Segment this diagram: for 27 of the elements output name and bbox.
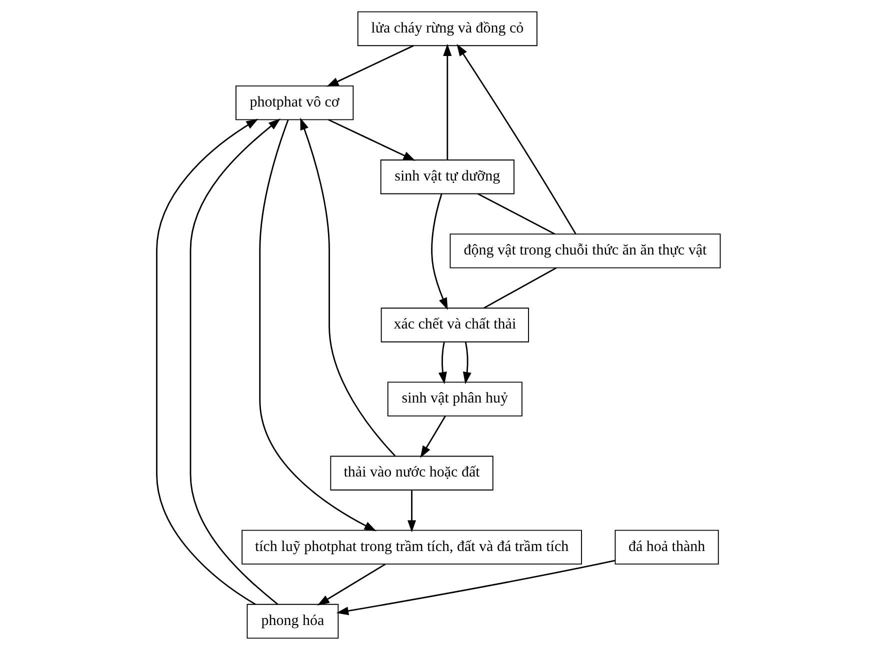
arrow bbox=[317, 564, 386, 606]
arrow bbox=[420, 416, 446, 458]
arrow bbox=[408, 490, 416, 532]
node-box: đá hoả thành bbox=[614, 530, 719, 565]
connector bbox=[483, 267, 557, 309]
arrow bbox=[326, 45, 414, 87]
connector bbox=[478, 193, 556, 235]
node-box: sinh vật phân huỷ bbox=[387, 382, 522, 416]
node-box: phong hóa bbox=[246, 604, 339, 639]
node-box: tích luỹ photphat trong trầm tích, đất và đá trầm tích bbox=[242, 530, 582, 565]
arrow bbox=[443, 44, 452, 160]
node-box: xác chết và chất thải bbox=[380, 308, 529, 342]
arrow bbox=[456, 44, 576, 234]
arrow bbox=[336, 560, 616, 616]
node-box: thải vào nước hoặc đất bbox=[330, 456, 494, 490]
node-box: động vật trong chuỗi thức ăn ăn thực vật bbox=[450, 234, 721, 268]
arrow bbox=[462, 342, 472, 384]
arrow bbox=[156, 118, 258, 605]
node-box: photphat vô cơ bbox=[236, 85, 354, 120]
arrow bbox=[190, 118, 281, 605]
arrow bbox=[328, 119, 416, 161]
node-box: sinh vật tự dưỡng bbox=[380, 160, 514, 194]
arrow bbox=[259, 119, 377, 532]
arrow bbox=[431, 194, 448, 310]
arrow bbox=[438, 342, 447, 384]
arrow bbox=[300, 118, 396, 456]
node-box: lửa cháy rừng và đồng cỏ bbox=[357, 11, 538, 46]
